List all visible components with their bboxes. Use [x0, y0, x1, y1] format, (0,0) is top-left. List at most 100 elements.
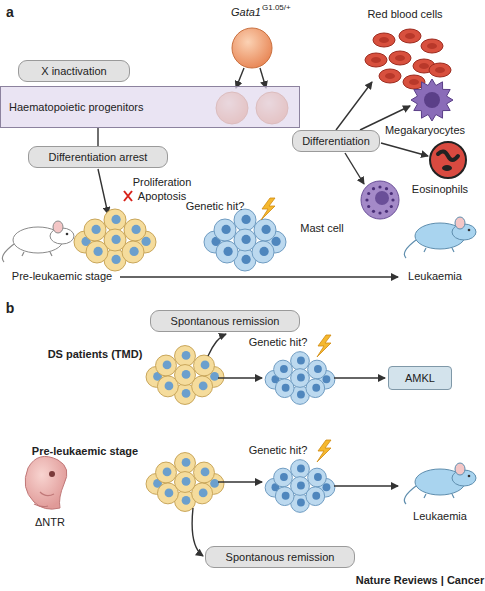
cell-nucleus	[297, 391, 305, 399]
text-label: Nature Reviews | Cancer	[356, 574, 484, 587]
eosinophil-nucleus	[438, 151, 458, 160]
flow-arrow	[192, 508, 203, 556]
cell-nucleus	[93, 247, 102, 256]
text-label: Genetic hit?	[249, 444, 308, 457]
node-text: X inactivation	[41, 65, 106, 77]
mouse-tail	[2, 244, 14, 262]
cell	[104, 209, 126, 231]
mast-cell-granule	[367, 192, 370, 195]
node-text: Differentiation	[302, 135, 370, 147]
cell-nucleus	[314, 473, 322, 481]
cell-nucleus	[91, 225, 100, 234]
mast-cell-granule	[391, 198, 394, 201]
mouse-tail	[404, 240, 416, 258]
red-blood-cell-centre	[435, 67, 445, 73]
mouse-eye	[468, 475, 471, 478]
mouse-ear	[53, 221, 63, 233]
text-label: Genetic hit?	[249, 336, 308, 349]
flow-arrow	[345, 153, 364, 184]
cell-nucleus	[241, 255, 250, 264]
embryo-limb	[34, 492, 54, 507]
red-blood-cell	[421, 39, 443, 53]
cell	[291, 352, 310, 371]
cell-nucleus	[297, 465, 305, 473]
cell-nucleus	[312, 492, 320, 500]
connector	[97, 128, 98, 146]
node-text: Haematopoietic progenitors	[9, 101, 144, 113]
cell-nucleus	[163, 361, 172, 370]
flow-arrow	[334, 377, 385, 378]
text-label: Apoptosis	[138, 190, 186, 203]
mouse-eye	[66, 233, 69, 236]
red-blood-cell-centre	[379, 37, 389, 43]
flow-arrow	[120, 276, 398, 277]
cell-nucleus	[129, 247, 138, 256]
lightning-bolt	[317, 335, 331, 357]
mast-cell-nucleus	[375, 191, 389, 205]
lightning-bolt	[261, 198, 275, 220]
cell	[175, 453, 196, 474]
cell-nucleus	[182, 496, 191, 505]
cell-nucleus	[201, 468, 210, 477]
cell-nucleus	[111, 255, 120, 264]
megakaryocyte	[411, 79, 453, 121]
process-box: Differentiation arrest	[28, 146, 168, 168]
flow-arrow	[218, 377, 262, 378]
text-label: DS patients (TMD)	[48, 348, 143, 361]
red-blood-cell-centre	[427, 43, 437, 49]
text-label: Leukaemia	[408, 270, 462, 283]
cell	[194, 355, 215, 376]
cell	[194, 462, 215, 483]
red-blood-cell	[389, 51, 411, 65]
progenitor-cell	[232, 28, 272, 68]
process-box: AMKL	[388, 366, 452, 390]
cell-nucleus	[165, 381, 174, 390]
cell-nucleus	[182, 370, 191, 379]
mouse-ear	[455, 463, 465, 475]
red-blood-cell	[399, 29, 421, 43]
cell-nucleus	[297, 357, 305, 365]
cell-nucleus	[297, 482, 305, 490]
red-blood-cell-centre	[385, 73, 395, 79]
text-label: Genetic hit?	[186, 200, 245, 213]
flow-arrow	[334, 485, 398, 486]
cell	[124, 219, 146, 241]
cell	[156, 462, 177, 483]
red-blood-cell-centre	[409, 79, 419, 85]
cell	[254, 219, 276, 241]
mast-cell-granule	[385, 187, 388, 190]
cell-nucleus	[111, 235, 120, 244]
cell-nucleus	[312, 384, 320, 392]
text-label: Red blood cells	[367, 8, 442, 21]
lightning-bolt	[317, 440, 331, 462]
cell	[274, 468, 293, 487]
cell-nucleus	[241, 235, 250, 244]
text-label: G1.05/+	[262, 3, 291, 12]
cell-nucleus	[280, 473, 288, 481]
cell-nucleus	[221, 225, 230, 234]
red-blood-cell	[379, 69, 401, 83]
cell-nucleus	[282, 492, 290, 500]
flow-arrow	[236, 68, 244, 88]
text-label: Mast cell	[300, 222, 343, 235]
mast-cell-granule	[365, 198, 368, 201]
node-text: AMKL	[405, 372, 435, 384]
cell-nucleus	[182, 351, 191, 360]
mast-cell-granule	[372, 187, 375, 190]
mast-cell-granule	[385, 210, 388, 213]
progenitor-band: Haematopoietic progenitors	[0, 86, 300, 128]
embryo-eye	[49, 471, 55, 477]
flow-arrow	[260, 68, 266, 88]
red-blood-cell-centre	[419, 63, 429, 69]
cell-nucleus	[297, 499, 305, 507]
cell	[156, 355, 177, 376]
cell-nucleus	[182, 389, 191, 398]
cell	[214, 219, 236, 241]
mouse-tail	[404, 486, 416, 504]
cell-nucleus	[261, 225, 270, 234]
cell-nucleus	[241, 215, 250, 224]
flow-arrow	[381, 143, 428, 156]
node-text: Spontanous remission	[226, 551, 335, 563]
cell-nucleus	[111, 215, 120, 224]
